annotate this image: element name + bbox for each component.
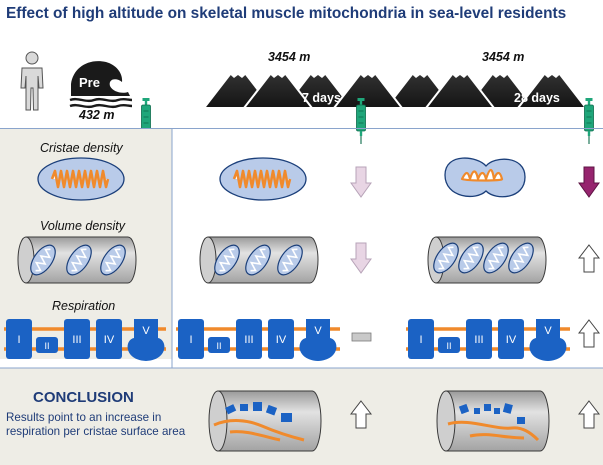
complex-iii-pre: III bbox=[64, 319, 90, 359]
complex-i-7-days: I bbox=[178, 319, 204, 359]
complex-ii-pre: II bbox=[36, 337, 58, 353]
no-change-icon bbox=[351, 332, 372, 342]
complex-iv-28-days: IV bbox=[498, 319, 524, 359]
wave-icon bbox=[69, 61, 133, 109]
complex-i-pre: I bbox=[6, 319, 32, 359]
person-icon bbox=[20, 51, 44, 111]
complex-i-label: I bbox=[189, 334, 192, 346]
complex-ii-28-days: II bbox=[438, 337, 460, 353]
mitochondrion-pre bbox=[37, 157, 125, 201]
complex-i-28-days: I bbox=[408, 319, 434, 359]
row-label-cristae-density: Cristae density bbox=[40, 141, 123, 155]
complex-ii-label: II bbox=[446, 341, 451, 351]
arrow-up-icon bbox=[578, 244, 600, 273]
high-altitude-label-2: 3454 m bbox=[482, 50, 525, 64]
arrow-up-icon bbox=[578, 319, 600, 348]
muscle-fiber-28-days bbox=[427, 236, 547, 284]
complex-iv-label: IV bbox=[104, 334, 115, 346]
row-label-respiration: Respiration bbox=[52, 299, 116, 313]
sea-level-altitude-label: 432 m bbox=[79, 108, 115, 122]
complex-v-label: V bbox=[142, 325, 150, 337]
complex-v-pre: V bbox=[127, 319, 165, 361]
complex-ii-7-days: II bbox=[208, 337, 230, 353]
conclusion-heading: CONCLUSION bbox=[33, 389, 134, 406]
arrow-down-icon bbox=[578, 166, 600, 198]
complex-iii-28-days: III bbox=[466, 319, 492, 359]
complex-v-label: V bbox=[544, 325, 552, 337]
complex-iii-label: III bbox=[72, 334, 81, 346]
conclusion-fiber-7-days bbox=[208, 390, 322, 452]
conclusion-fiber-28-days bbox=[436, 390, 550, 452]
complex-iii-label: III bbox=[244, 334, 253, 346]
complex-i-label: I bbox=[17, 334, 20, 346]
row-label-volume-density: Volume density bbox=[40, 219, 125, 233]
arrow-down-icon bbox=[350, 242, 372, 274]
conclusion-text: Results point to an increase in respirat… bbox=[6, 411, 186, 438]
high-altitude-label-1: 3454 m bbox=[268, 50, 311, 64]
syringe-icon bbox=[583, 97, 595, 145]
mitochondrion-28-days bbox=[444, 157, 526, 198]
complex-i-label: I bbox=[419, 334, 422, 346]
complex-iv-7-days: IV bbox=[268, 319, 294, 359]
complex-v-7-days: V bbox=[299, 319, 337, 361]
timepoint-label-7-days: 7 days bbox=[302, 91, 341, 105]
complex-ii-label: II bbox=[44, 341, 49, 351]
timepoint-label-28-days: 28 days bbox=[514, 91, 560, 105]
complex-v-label: V bbox=[314, 325, 322, 337]
figure-title: Effect of high altitude on skeletal musc… bbox=[6, 5, 567, 22]
arrow-down-icon bbox=[350, 166, 372, 198]
complex-iii-label: III bbox=[474, 334, 483, 346]
muscle-fiber-pre bbox=[17, 236, 137, 284]
complex-iii-7-days: III bbox=[236, 319, 262, 359]
muscle-fiber-7-days bbox=[199, 236, 319, 284]
complex-v-28-days: V bbox=[529, 319, 567, 361]
complex-iv-pre: IV bbox=[96, 319, 122, 359]
mitochondrion-7-days bbox=[219, 157, 307, 201]
complex-ii-label: II bbox=[216, 341, 221, 351]
complex-iv-label: IV bbox=[276, 334, 287, 346]
pre-label: Pre bbox=[79, 75, 100, 90]
complex-iv-label: IV bbox=[506, 334, 517, 346]
syringe-icon bbox=[355, 97, 367, 145]
